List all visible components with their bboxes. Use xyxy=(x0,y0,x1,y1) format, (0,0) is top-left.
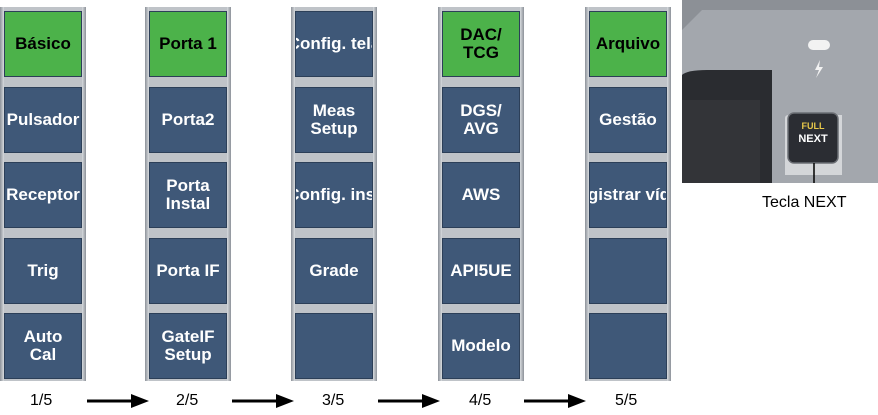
device-key-image xyxy=(682,0,878,183)
menu-button-pulsador[interactable]: Pulsador xyxy=(4,87,82,153)
menu-button-config-tela[interactable]: Config. tela xyxy=(295,11,373,77)
arrow-right-icon xyxy=(378,394,440,408)
menu-button-porta-instal[interactable]: Porta Instal xyxy=(149,162,227,228)
menu-button-empty[interactable] xyxy=(589,238,667,304)
menu-button-basico[interactable]: Básico xyxy=(4,11,82,77)
menu-button-arquivo[interactable]: Arquivo xyxy=(589,11,667,77)
arrow-right-icon xyxy=(87,394,149,408)
menu-button-modelo[interactable]: Modelo xyxy=(442,313,520,379)
menu-button-gateif-setup[interactable]: GateIF Setup xyxy=(149,313,227,379)
menu-column-3: Config. tela Meas Setup Config. inst Gra… xyxy=(291,7,377,381)
arrow-right-icon xyxy=(524,394,586,408)
menu-column-4: DAC/ TCG DGS/ AVG AWS API5UE Modelo xyxy=(438,7,524,381)
menu-button-config-inst[interactable]: Config. inst xyxy=(295,162,373,228)
menu-button-porta-1[interactable]: Porta 1 xyxy=(149,11,227,77)
menu-button-registrar-video[interactable]: Registrar vídeo xyxy=(589,162,667,228)
menu-button-empty[interactable] xyxy=(589,313,667,379)
page-indicator: 2/5 xyxy=(176,392,199,409)
page-indicator: 1/5 xyxy=(30,392,53,409)
key-label-full: FULL xyxy=(801,121,825,131)
menu-button-grade[interactable]: Grade xyxy=(295,238,373,304)
page-indicator: 3/5 xyxy=(322,392,345,409)
menu-button-aws[interactable]: AWS xyxy=(442,162,520,228)
menu-button-empty[interactable] xyxy=(295,313,373,379)
key-caption: Tecla NEXT xyxy=(762,194,847,211)
menu-column-5: Arquivo Gestão Registrar vídeo xyxy=(585,7,671,381)
menu-button-meas-setup[interactable]: Meas Setup xyxy=(295,87,373,153)
menu-button-api5ue[interactable]: API5UE xyxy=(442,238,520,304)
key-label-next[interactable]: NEXT xyxy=(798,133,828,145)
menu-column-1: Básico Pulsador Receptor Trig Auto Cal xyxy=(0,7,86,381)
page-indicator: 4/5 xyxy=(469,392,492,409)
menu-button-porta-if[interactable]: Porta IF xyxy=(149,238,227,304)
arrow-right-icon xyxy=(232,394,294,408)
menu-column-2: Porta 1 Porta2 Porta Instal Porta IF Gat… xyxy=(145,7,231,381)
menu-button-gestao[interactable]: Gestão xyxy=(589,87,667,153)
menu-button-porta2[interactable]: Porta2 xyxy=(149,87,227,153)
menu-button-trig[interactable]: Trig xyxy=(4,238,82,304)
menu-button-dac-tcg[interactable]: DAC/ TCG xyxy=(442,11,520,77)
menu-button-receptor[interactable]: Receptor xyxy=(4,162,82,228)
menu-button-auto-cal[interactable]: Auto Cal xyxy=(4,313,82,379)
menu-button-dgs-avg[interactable]: DGS/ AVG xyxy=(442,87,520,153)
page-indicator: 5/5 xyxy=(615,392,638,409)
